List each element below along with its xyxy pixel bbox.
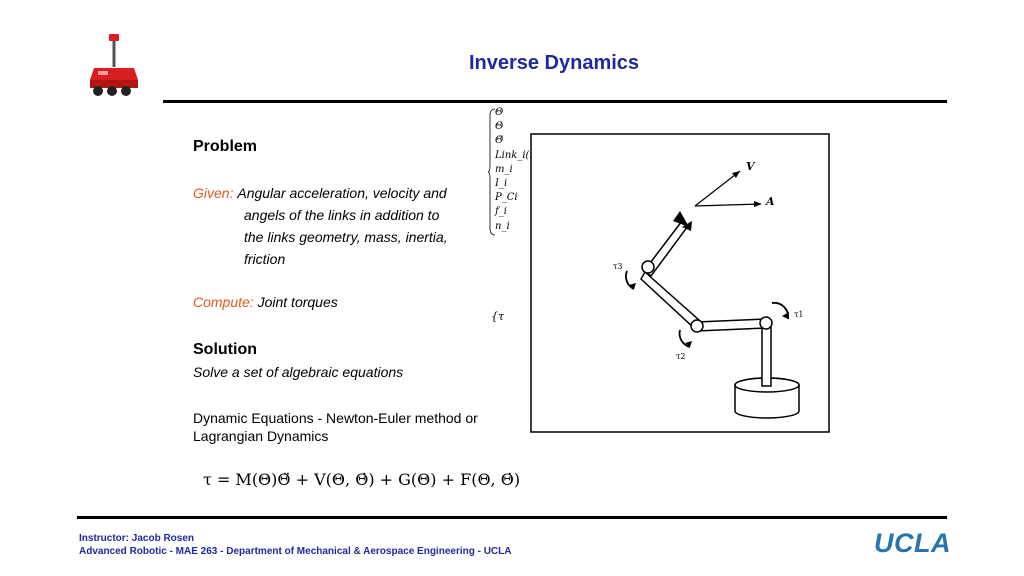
dynamics-equation: τ = M(Θ)Θ̈ + V(Θ, Θ̇) + G(Θ) + F(Θ, Θ̇) (203, 470, 521, 489)
dynamic-equations-line-1: Dynamic Equations - Newton-Euler method … (193, 410, 478, 426)
joint-3 (641, 260, 655, 274)
velocity-vector (694, 170, 741, 207)
footer-instructor: Instructor: Jacob Rosen (79, 533, 195, 544)
acceleration-vector (694, 203, 761, 207)
compute-text: Joint torques (257, 294, 338, 310)
solution-heading: Solution (193, 341, 257, 358)
given-line-2: angels of the links in addition to (244, 207, 440, 223)
ucla-logo: UCLA (874, 528, 951, 558)
robot-arm-figure: V A τ3 τ2 τ1 (530, 133, 830, 433)
footer-course: Advanced Robotic - MAE 263 - Department … (79, 546, 512, 557)
link-2 (696, 318, 768, 332)
given-label: Given: (193, 185, 234, 201)
compute-line: Compute: Joint torques (193, 294, 338, 310)
given-first-line: Given: Angular acceleration, velocity an… (193, 185, 447, 201)
var-n: n_i (495, 220, 510, 232)
variable-list: Θ Θ̇ Θ̈ Link_i(x, y, z) m_i I_i P_Ci f_i… (495, 106, 561, 234)
tau2-arc (678, 329, 691, 348)
var-link: Link_i(x, y, z) (495, 149, 562, 161)
given-line-4: friction (244, 251, 286, 267)
label-tau2: τ2 (676, 352, 686, 361)
joint-1 (759, 316, 773, 330)
gripper-right (682, 221, 692, 231)
compute-label: Compute: (193, 294, 254, 310)
velocity-arrowhead (732, 171, 740, 178)
joint-2 (690, 319, 704, 333)
given-line-3: the links geometry, mass, inertia, (244, 229, 448, 245)
tau3-arc (625, 270, 635, 290)
acceleration-arrowhead (754, 201, 762, 207)
gripper-left (673, 211, 689, 227)
var-inertia: I_i (495, 178, 508, 190)
label-tau3: τ3 (613, 262, 623, 271)
var-friction: f_i (495, 206, 507, 218)
left-brace (488, 108, 496, 236)
label-a: A (765, 195, 775, 208)
var-theta-ddot: Θ̈ (495, 135, 504, 147)
given-line-1: Angular acceleration, velocity and (237, 185, 447, 201)
dynamic-equations-line-2: Lagrangian Dynamics (193, 428, 329, 444)
var-mass: m_i (495, 163, 513, 175)
link-1 (761, 323, 772, 387)
output-var: {τ (491, 310, 505, 323)
bottom-divider (77, 516, 947, 519)
var-pc: P_Ci (495, 192, 518, 204)
label-tau1: τ1 (794, 310, 804, 319)
page-title: Inverse Dynamics (468, 52, 640, 74)
label-v: V (746, 160, 756, 173)
var-theta-dot: Θ̇ (495, 121, 504, 133)
var-theta: Θ (495, 107, 504, 118)
problem-heading: Problem (193, 138, 258, 155)
solution-subtext: Solve a set of algebraic equations (193, 364, 404, 380)
robot-logo-icon (90, 34, 138, 96)
top-divider (163, 100, 947, 103)
